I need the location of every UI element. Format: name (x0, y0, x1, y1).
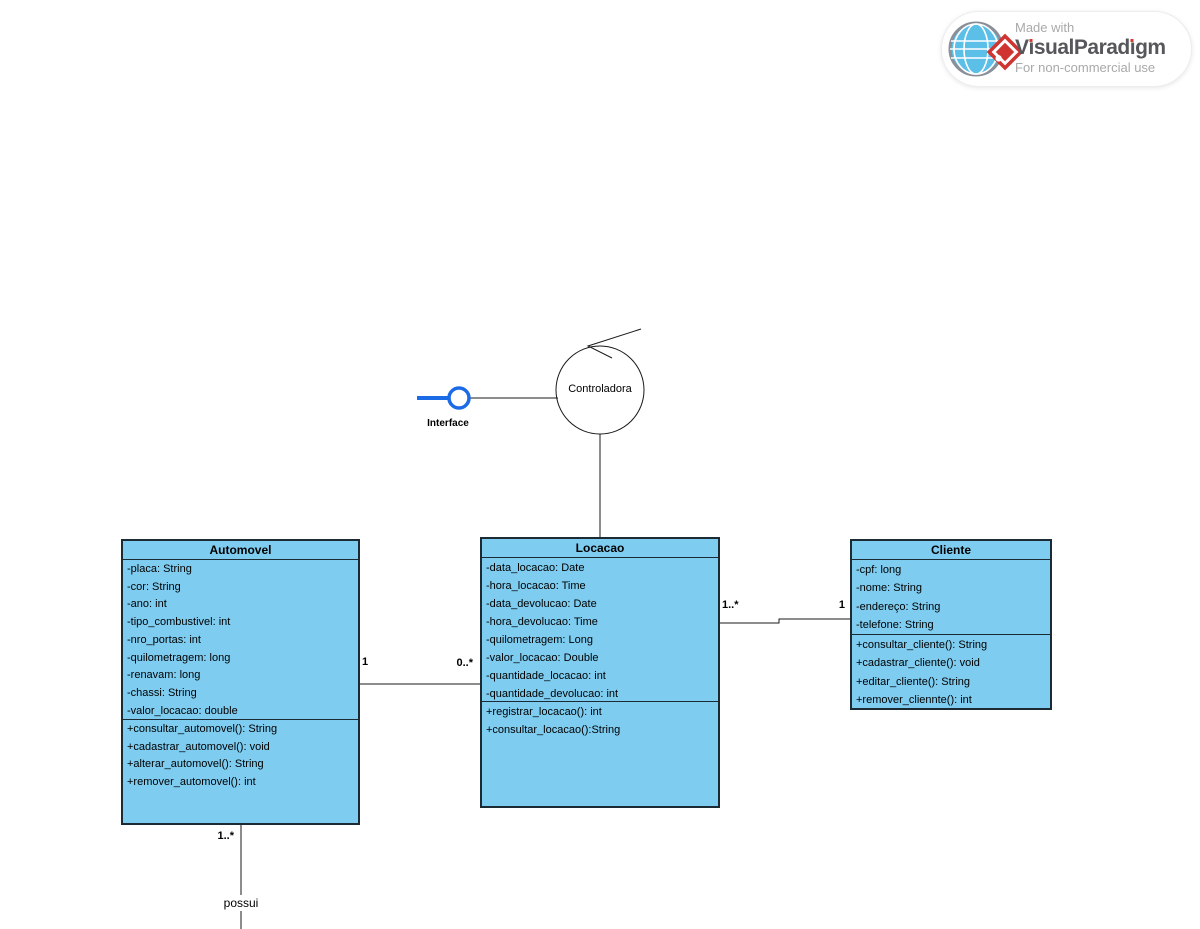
attribute-row: -cor: String (127, 580, 181, 593)
attribute-row: -quantidade_devolucao: int (486, 688, 619, 700)
attribute-row: -ano: int (127, 598, 167, 611)
visual-paradigm-logo-icon (948, 21, 1024, 77)
method-row: +remover_automovel(): int (127, 776, 256, 789)
mult-locacao-side-left: 0..* (456, 657, 473, 669)
controller-circle[interactable] (555, 345, 645, 435)
attribute-row: -nome: String (856, 582, 923, 595)
attribute-row: -tipo_combustivel: int (127, 616, 231, 629)
attribute-row: -quilometragem: Long (486, 634, 594, 646)
badge-brand-name: VısualParadıgm (1015, 36, 1166, 59)
method-row: +consultar_cliente(): String (856, 639, 988, 651)
association-label-possui: possui (215, 895, 267, 911)
attribute-row: -quantidade_locacao: int (486, 670, 606, 682)
interface-label: Interface (427, 418, 469, 429)
method-row: +consultar_locacao():String (486, 724, 621, 736)
controller-name: Controladora (568, 383, 632, 395)
edge-locacao-cliente[interactable] (720, 618, 850, 624)
attribute-row: -hora_locacao: Time (486, 580, 586, 592)
controller-arrow-icon (586, 328, 642, 359)
class-automovel-title: Automovel (123, 541, 358, 560)
attribute-row: -quilometragem: long (127, 651, 231, 664)
class-automovel-methods: +consultar_automovel(): String +cadastrar… (123, 720, 358, 823)
attribute-row: -renavam: long (127, 669, 201, 682)
method-row: +cadastrar_cliente(): void (856, 657, 980, 670)
visual-paradigm-text: Made with VısualParadıgm For non-commerc… (1015, 21, 1187, 74)
mult-cliente-side: 1 (838, 599, 845, 611)
method-row: +alterar_automovel(): String (127, 758, 264, 771)
mult-possui: 1..* (217, 830, 234, 842)
method-row: +remover_cliennte(): int (856, 694, 972, 707)
attribute-row: -telefone: String (856, 619, 934, 632)
attribute-row: -valor_locacao: Double (486, 652, 599, 664)
class-locacao-title: Locacao (482, 539, 718, 558)
attribute-row: -hora_devolucao: Time (486, 616, 598, 628)
attribute-row: -valor_locacao: double (127, 704, 238, 717)
visual-paradigm-badge[interactable]: Made with VısualParadıgm For non-commerc… (941, 11, 1192, 87)
class-locacao-methods: +registrar_locacao(): int +consultar_loca… (482, 702, 718, 806)
attribute-row: -placa: String (127, 563, 192, 575)
attribute-row: -chassi: String (127, 686, 197, 699)
method-row: +editar_cliente(): String (856, 675, 971, 688)
class-locacao[interactable]: Locacao -data_locacao: Date -hora_locacao… (480, 537, 720, 808)
method-row: +registrar_locacao(): int (486, 706, 602, 718)
mult-locacao-side-right: 1..* (722, 599, 739, 611)
attribute-row: -nro_portas: int (127, 633, 201, 646)
class-cliente-attributes: -cpf: long -nome: String -endereço: String… (852, 560, 1050, 635)
class-cliente-methods: +consultar_cliente(): String +cadastrar_c… (852, 635, 1050, 708)
class-automovel[interactable]: Automovel -placa: String -cor: String -ano… (121, 539, 360, 825)
attribute-row: -data_devolucao: Date (486, 598, 597, 610)
class-cliente[interactable]: Cliente -cpf: long -nome: String -endereço… (850, 539, 1052, 710)
class-cliente-title: Cliente (852, 541, 1050, 560)
attribute-row: -endereço: String (856, 600, 941, 613)
attribute-row: -data_locacao: Date (486, 562, 585, 574)
interface-ball-icon[interactable] (447, 386, 471, 410)
badge-made-with: Made with (1015, 20, 1075, 35)
class-locacao-attributes: -data_locacao: Date -hora_locacao: Time -d… (482, 558, 718, 702)
method-row: +cadastrar_automovel(): void (127, 740, 270, 753)
class-automovel-attributes: -placa: String -cor: String -ano: int -tipo… (123, 560, 358, 720)
badge-subtitle: For non-commercial use (1015, 60, 1156, 75)
attribute-row: -cpf: long (856, 564, 902, 576)
method-row: +consultar_automovel(): String (127, 723, 278, 735)
mult-automovel-side: 1 (362, 656, 369, 668)
